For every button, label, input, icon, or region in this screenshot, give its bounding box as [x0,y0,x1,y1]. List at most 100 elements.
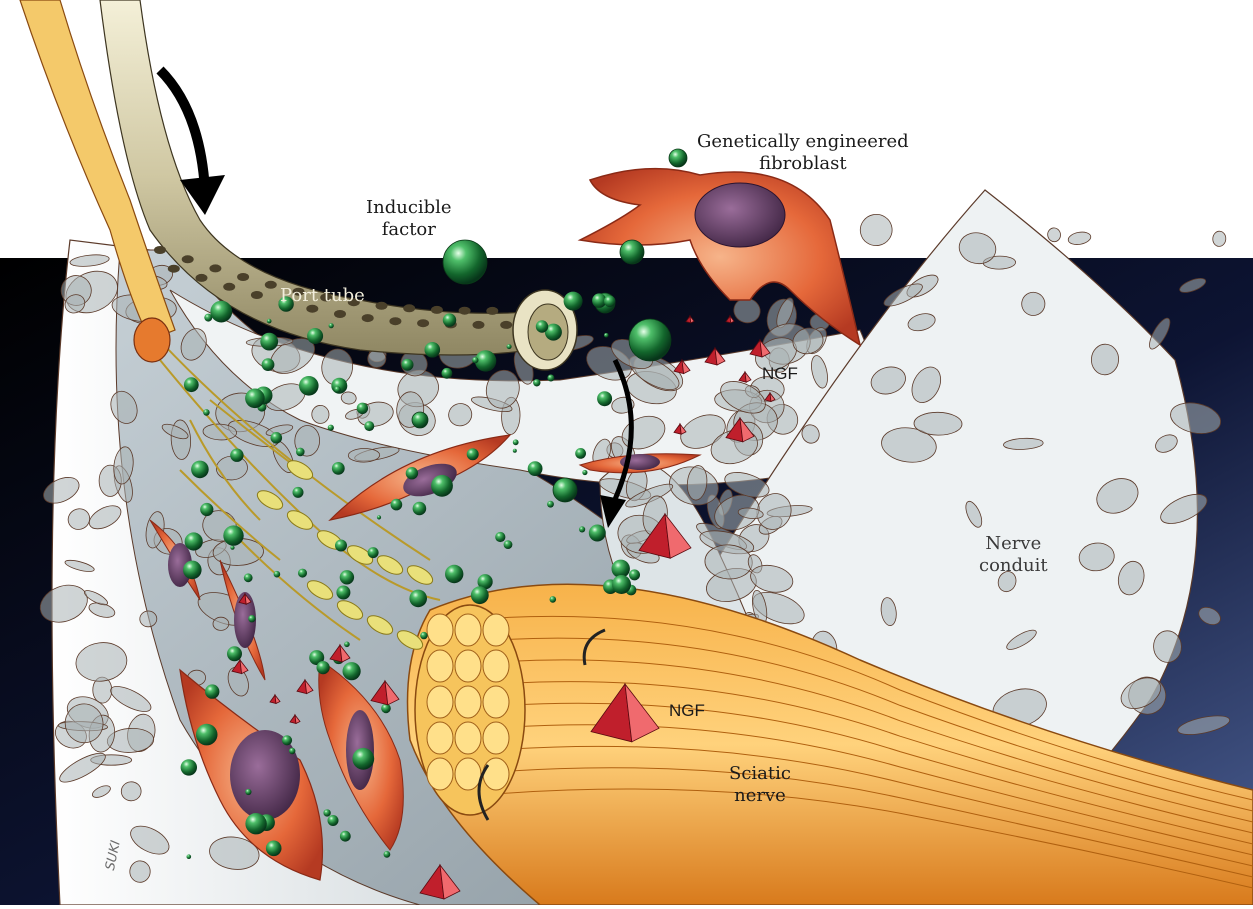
factor-sphere [230,449,243,462]
factor-sphere [406,467,418,479]
factor-sphere [203,409,210,416]
factor-sphere [293,487,304,498]
factor-sphere [579,526,585,532]
pore [139,611,157,628]
factor-sphere [589,525,606,542]
fascicle [483,722,509,754]
factor-sphere [431,475,453,497]
factor-sphere [191,461,209,479]
factor-sphere [629,319,671,361]
nerve-conduit-label-line1: Nerve [979,533,1048,555]
fibroblast-label-line1: Genetically engineered [697,131,909,153]
factor-sphere [413,502,427,516]
factor-sphere [604,296,616,308]
factor-sphere [210,301,232,323]
factor-sphere [260,333,278,351]
factor-sphere [181,759,197,775]
factor-sphere [271,432,283,444]
factor-sphere [381,704,391,714]
port-tube-label: Port tube [280,285,365,307]
factor-sphere [442,368,453,379]
tube-hole [389,317,401,325]
fascicle [455,758,481,790]
tube-hole [500,321,512,329]
factor-sphere [467,448,479,460]
factor-sphere [336,586,350,600]
fascicle [455,614,481,646]
nerve-conduit-label-line2: conduit [979,555,1048,577]
factor-sphere [384,851,391,858]
factor-sphere [669,149,687,167]
factor-sphere [391,499,403,511]
fascicle [427,650,453,682]
factor-sphere [334,386,341,393]
factor-sphere [323,809,330,816]
factor-sphere [575,448,586,459]
factor-sphere [352,748,374,770]
factor-sphere [604,333,609,338]
tube-hole [486,307,498,315]
factor-sphere [629,569,640,580]
fascicle [427,758,453,790]
factor-sphere [377,515,381,519]
factor-sphere [289,748,295,754]
fascicle [455,650,481,682]
factor-sphere [344,642,350,648]
factor-sphere [412,412,428,428]
factor-sphere [183,561,202,580]
factor-sphere [299,376,319,396]
tube-hole [168,265,180,273]
proximal-nerve-end [134,318,170,362]
pore [348,448,380,462]
factor-sphere [425,342,441,358]
pore [1046,227,1061,243]
nerve-conduit-label: Nerve conduit [979,533,1048,577]
factor-sphere [536,320,548,332]
factor-sphere [547,375,554,382]
factor-sphere [223,525,243,545]
factor-sphere [328,425,334,431]
factor-sphere [185,532,203,550]
inducible-factor-label: Inducible factor [366,197,452,241]
tube-hole [459,307,471,315]
factor-sphere [443,240,487,284]
sciatic-nerve-label: Sciatic nerve [729,763,791,807]
factor-sphere [328,815,339,826]
pore [914,412,962,436]
fascicle [483,758,509,790]
factor-sphere [184,377,199,392]
fascicle [455,686,481,718]
tube-hole [376,302,388,310]
factor-sphere [357,403,368,414]
factor-sphere [471,586,489,604]
fascicle [483,650,509,682]
factor-sphere [196,724,218,746]
factor-sphere [244,573,253,582]
factor-sphere [262,358,275,371]
inducible-factor-label-line1: Inducible [366,197,452,219]
factor-sphere [547,501,554,508]
factor-sphere [364,421,374,431]
factor-sphere [582,470,587,475]
fascicle [455,722,481,754]
fascicle [427,722,453,754]
tube-hole [473,321,485,329]
factor-sphere [245,389,265,409]
factor-sphere [317,661,330,674]
factor-sphere [612,575,631,594]
tube-hole [154,246,166,254]
factor-sphere [274,571,281,578]
factor-sphere [248,615,255,622]
pore [858,212,895,249]
factor-sphere [282,735,292,745]
inducible-factor-label-line2: factor [366,219,452,241]
factor-sphere [267,319,272,324]
sciatic-nerve-label-line2: nerve [729,785,791,807]
factor-sphere [528,461,543,476]
factor-sphere [597,391,612,406]
factor-sphere [564,292,583,311]
fascicle [483,614,509,646]
pore [213,617,229,630]
